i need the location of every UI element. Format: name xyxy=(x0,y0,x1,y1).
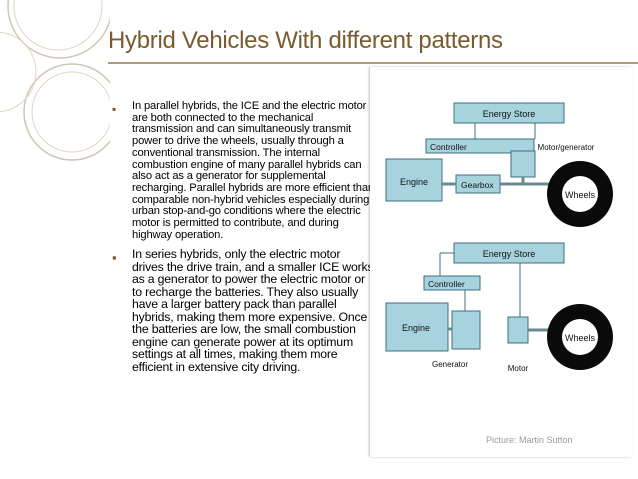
picture-credit: Picture: Martin Sutton xyxy=(486,435,573,445)
bullet-icon: ▪ xyxy=(112,250,117,266)
wheel-hub xyxy=(562,319,598,355)
motor-box xyxy=(507,316,529,344)
generator-box xyxy=(451,310,481,350)
engine-label: Engine xyxy=(402,323,430,333)
slide-title: Hybrid Vehicles With different patterns xyxy=(108,27,503,54)
parallel-hybrid-diagram: Energy Store Controller Motor/generator … xyxy=(385,102,613,227)
hybrid-diagram-figure: Energy Store Controller Motor/generator … xyxy=(370,67,632,457)
energy-store-box xyxy=(453,102,565,124)
motor-generator-label: Motor/generator xyxy=(538,143,595,152)
generator-label: Generator xyxy=(432,360,468,369)
engine-box xyxy=(385,302,449,352)
engine-box xyxy=(385,158,443,202)
wheels-label: Wheels xyxy=(565,333,596,343)
motor-label: Motor xyxy=(508,364,529,373)
energy-store-label: Energy Store xyxy=(483,249,536,259)
energy-store-label: Energy Store xyxy=(483,109,536,119)
title-divider xyxy=(108,62,638,64)
bullet-series-hybrids: ▪ In series hybrids, only the electric m… xyxy=(112,248,374,373)
deco-ring xyxy=(23,63,110,161)
deco-ring xyxy=(7,0,110,59)
wheel-hub xyxy=(562,176,598,212)
gearbox-label: Gearbox xyxy=(461,180,494,190)
series-hybrid-diagram: Energy Store Controller Engine Generator… xyxy=(385,242,613,373)
bullet-text: In series hybrids, only the electric mot… xyxy=(132,247,374,374)
bullet-icon: ▪ xyxy=(112,102,117,116)
bullet-parallel-hybrids: ▪ In parallel hybrids, the ICE and the e… xyxy=(112,100,374,241)
controller-box xyxy=(425,138,535,154)
motor-generator-box xyxy=(510,150,536,178)
controller-box xyxy=(423,275,481,291)
engine-label: Engine xyxy=(400,177,428,187)
bullet-text: In parallel hybrids, the ICE and the ele… xyxy=(132,100,374,241)
hybrid-diagram: Energy Store Controller Motor/generator … xyxy=(385,102,613,373)
deco-ring xyxy=(0,31,37,113)
bullet-list: ▪ In parallel hybrids, the ICE and the e… xyxy=(112,100,374,373)
deco-ring xyxy=(31,71,110,153)
wheels-label: Wheels xyxy=(565,190,596,200)
controller-label: Controller xyxy=(428,279,465,289)
deco-ring xyxy=(13,0,103,51)
controller-label: Controller xyxy=(430,142,467,152)
decorative-rings xyxy=(0,0,110,161)
